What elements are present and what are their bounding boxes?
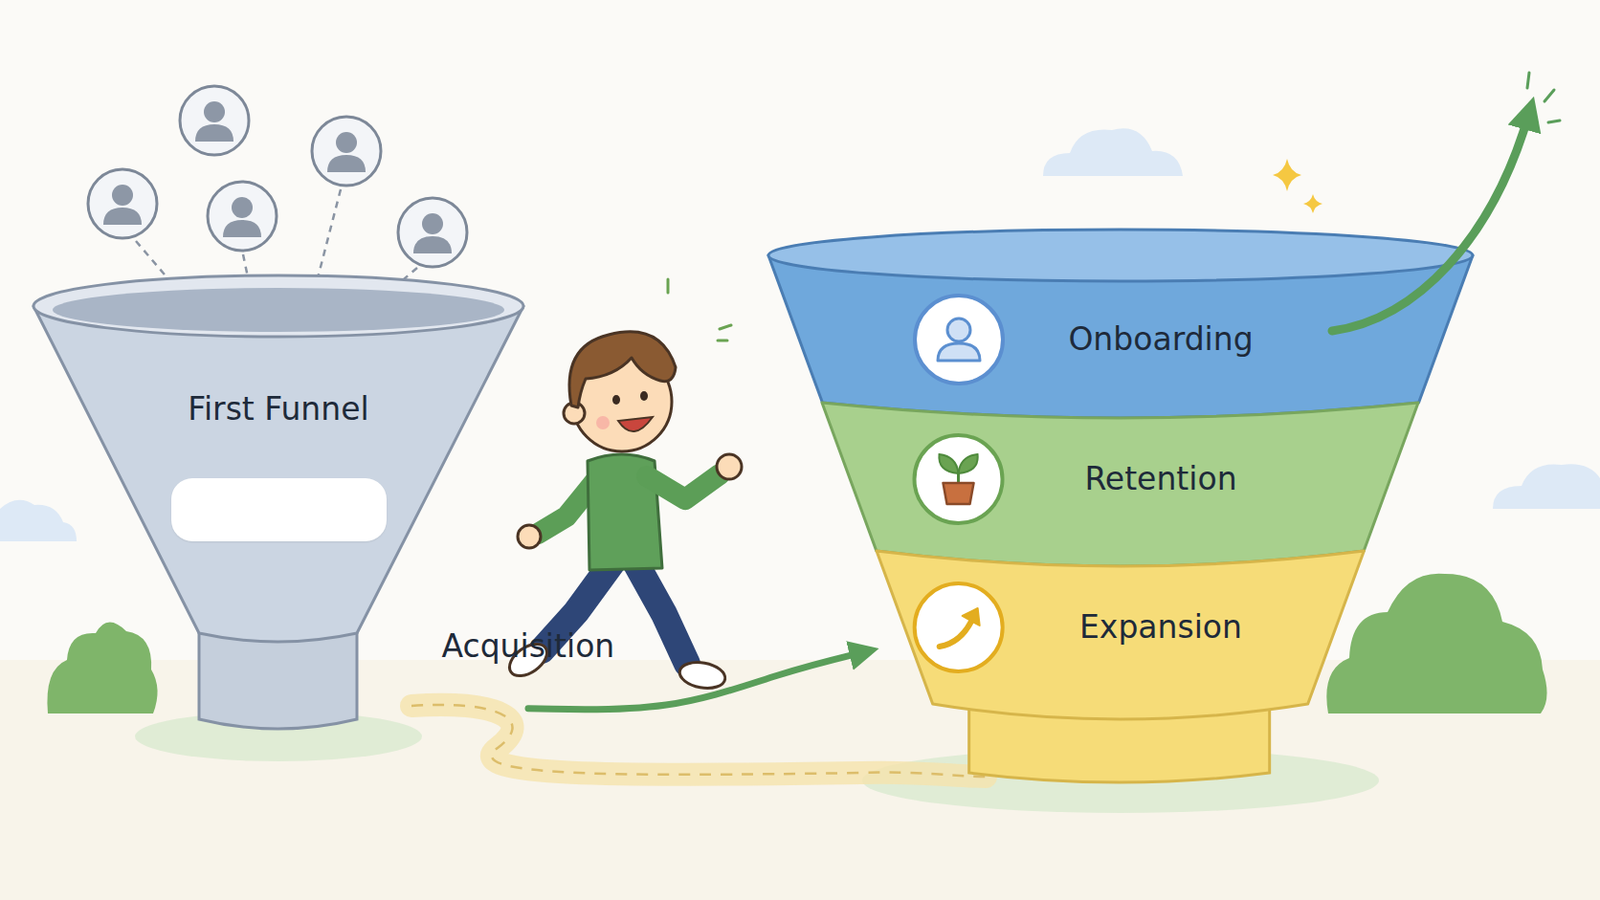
boy-arm bbox=[646, 474, 720, 500]
funnel-band: Onboarding bbox=[762, 224, 1479, 424]
band-icon bbox=[914, 583, 1003, 672]
boy-hair bbox=[569, 332, 676, 408]
node-outline bbox=[33, 306, 524, 643]
boy-fist bbox=[517, 525, 541, 549]
motion-mark bbox=[1527, 72, 1560, 123]
node-outline bbox=[33, 275, 524, 337]
cloud bbox=[1043, 128, 1183, 177]
node-outline bbox=[876, 551, 1364, 720]
user-icon bbox=[222, 220, 262, 238]
sparkle bbox=[1303, 194, 1323, 214]
boy-face bbox=[612, 391, 648, 405]
user-icon bbox=[88, 169, 157, 239]
user-icon bbox=[311, 116, 381, 186]
cloud bbox=[1492, 464, 1600, 510]
node-outline bbox=[52, 288, 505, 333]
band-icon bbox=[943, 483, 975, 505]
node-label: Retention bbox=[1084, 461, 1237, 498]
motion-mark bbox=[719, 325, 732, 330]
stage-pill: Acquisition bbox=[171, 478, 387, 542]
node-label: Expansion bbox=[1079, 609, 1243, 646]
band-icon bbox=[914, 295, 1003, 384]
bush bbox=[46, 622, 157, 714]
node-outline bbox=[822, 402, 1419, 567]
user-icon bbox=[88, 86, 467, 267]
user-icon bbox=[88, 169, 157, 239]
node-label: First Funnel bbox=[187, 391, 369, 428]
bush bbox=[1326, 574, 1547, 714]
boy-arm bbox=[646, 474, 720, 500]
node-outline bbox=[870, 551, 1370, 797]
sparkle bbox=[1272, 158, 1323, 214]
band-icon bbox=[937, 343, 980, 361]
boy-shoe bbox=[677, 659, 728, 692]
band-icon bbox=[939, 454, 959, 474]
path-trail bbox=[411, 705, 986, 778]
user-icon bbox=[327, 155, 366, 173]
node-label: Onboarding bbox=[1067, 321, 1253, 358]
motion-mark bbox=[1548, 120, 1560, 123]
user-icon bbox=[103, 207, 142, 225]
band-icon bbox=[962, 608, 980, 626]
node-label: Acquisition bbox=[421, 615, 637, 679]
boy-mouth bbox=[618, 417, 653, 432]
path-trail bbox=[411, 705, 986, 778]
band-icon bbox=[914, 295, 1003, 384]
cloud bbox=[0, 500, 77, 542]
band-icon bbox=[914, 435, 1003, 524]
band-icon bbox=[958, 454, 978, 474]
boy-face bbox=[640, 391, 648, 401]
node-outline bbox=[876, 551, 1364, 783]
sparkle bbox=[1272, 158, 1302, 192]
user-icon bbox=[203, 101, 225, 123]
user-icon bbox=[422, 213, 444, 235]
band-icon bbox=[914, 435, 1003, 524]
node-outline bbox=[822, 402, 1419, 567]
growth-arrow bbox=[1332, 112, 1530, 332]
user-icon bbox=[311, 116, 381, 186]
boy-fist bbox=[716, 454, 742, 480]
user-icon bbox=[398, 198, 467, 267]
user-icon bbox=[398, 198, 467, 267]
boy-face bbox=[612, 395, 621, 405]
user-icon bbox=[207, 181, 277, 251]
user-icon bbox=[179, 86, 249, 156]
band-icon bbox=[947, 318, 971, 342]
user-icon bbox=[335, 132, 357, 154]
motion-mark bbox=[666, 279, 670, 293]
user-icon bbox=[231, 197, 253, 219]
boy-leg bbox=[635, 562, 688, 665]
node-outline bbox=[768, 229, 1473, 282]
user-icon bbox=[413, 236, 452, 254]
motion-mark bbox=[667, 279, 732, 341]
user-icon bbox=[195, 124, 234, 142]
funnel-band: Expansion bbox=[870, 551, 1370, 797]
funnel-shape: Acquisition First Funnel bbox=[28, 272, 529, 742]
user-icons bbox=[88, 86, 467, 305]
motion-mark bbox=[717, 339, 728, 343]
motion-mark bbox=[1527, 72, 1530, 89]
motion-mark bbox=[1544, 89, 1555, 102]
user-icon bbox=[207, 181, 277, 251]
band-icon bbox=[914, 583, 1003, 672]
boy-cheek bbox=[596, 416, 610, 430]
path-trail bbox=[411, 705, 986, 778]
user-icon bbox=[179, 86, 249, 156]
user-icon bbox=[111, 184, 134, 206]
funnel-band: Retention bbox=[816, 402, 1424, 573]
node-outline bbox=[768, 229, 1473, 419]
